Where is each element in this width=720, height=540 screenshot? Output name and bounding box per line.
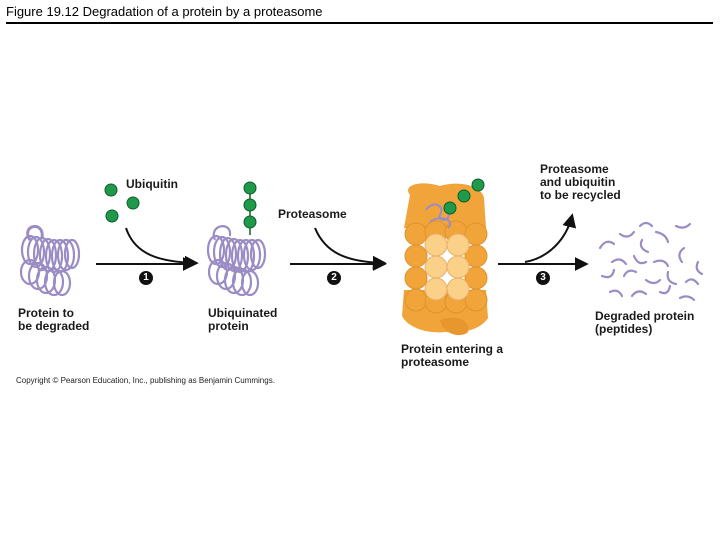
label-protein-entering: Protein entering a proteasome (401, 343, 503, 369)
label-degraded-line1: Degraded protein (595, 309, 695, 323)
step-number-1: 1 (139, 271, 153, 285)
protein-coil-2 (206, 225, 267, 297)
proteasome (402, 178, 488, 336)
label-ubiquinated-protein: Ubiquinated protein (208, 307, 277, 333)
step-number-2: 2 (327, 271, 341, 285)
ubiquitin-chain (243, 181, 257, 235)
title-rule (6, 22, 713, 24)
label-recycled-line1: Proteasome (540, 162, 609, 176)
label-recycled: Proteasome and ubiquitin to be recycled (540, 163, 621, 202)
arrow-step-2 (290, 227, 387, 271)
label-proteasome: Proteasome (278, 207, 347, 221)
label-degraded-line2: (peptides) (595, 322, 653, 336)
arrow-step-3 (498, 213, 589, 271)
label-protein-to-be-degraded: Protein to be degraded (18, 307, 89, 333)
ubiquitin-beads-free (104, 183, 140, 223)
label-protein-to-line1: Protein to (18, 306, 74, 320)
protein-coil-1 (19, 225, 81, 297)
figure-title: Figure 19.12 Degradation of a protein by… (6, 4, 323, 19)
label-recycled-line3: to be recycled (540, 188, 621, 202)
copyright-notice: Copyright © Pearson Education, Inc., pub… (16, 376, 275, 385)
label-ubiquinated-line2: protein (208, 319, 249, 333)
step-number-3: 3 (536, 271, 550, 285)
label-protein-to-line2: be degraded (18, 319, 90, 333)
label-recycled-line2: and ubiquitin (540, 175, 616, 189)
arrow-step-1 (96, 227, 199, 271)
peptide-fragments (598, 221, 704, 302)
label-degraded-protein: Degraded protein (peptides) (595, 310, 694, 336)
label-ubiquinated-line1: Ubiquinated (208, 306, 278, 320)
label-ubiquitin: Ubiquitin (126, 177, 178, 191)
label-entering-line2: proteasome (401, 355, 470, 369)
label-entering-line1: Protein entering a (401, 342, 504, 356)
